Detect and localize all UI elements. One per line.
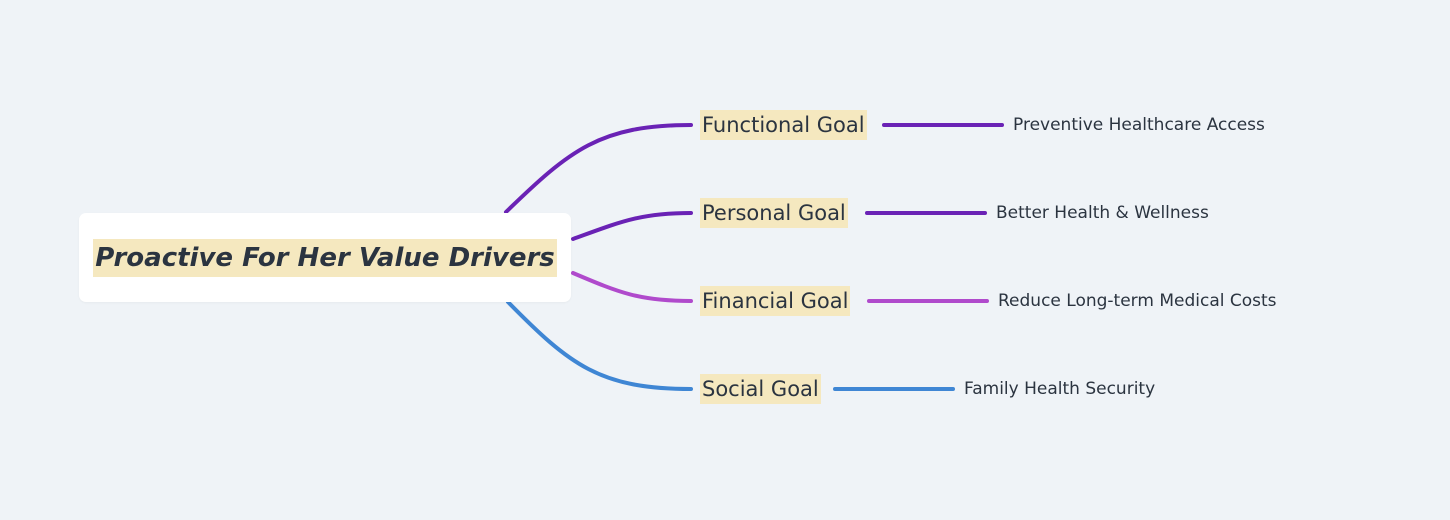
root-node[interactable]: Proactive For Her Value Drivers bbox=[79, 213, 571, 302]
goal-node-functional[interactable]: Functional Goal bbox=[700, 110, 867, 140]
detail-node-better-health[interactable]: Better Health & Wellness bbox=[996, 203, 1209, 223]
root-node-title: Proactive For Her Value Drivers bbox=[93, 238, 557, 277]
detail-node-family-security[interactable]: Family Health Security bbox=[964, 379, 1156, 399]
detail-node-preventive-healthcare[interactable]: Preventive Healthcare Access bbox=[1013, 115, 1265, 135]
connector-root-financial-goal bbox=[571, 271, 693, 303]
connector-root-social-goal bbox=[506, 300, 693, 391]
goal-node-financial[interactable]: Financial Goal bbox=[700, 286, 851, 316]
detail-node-reduce-costs[interactable]: Reduce Long-term Medical Costs bbox=[998, 291, 1277, 311]
connector-root-functional-goal bbox=[504, 123, 693, 214]
goal-node-personal[interactable]: Personal Goal bbox=[700, 198, 848, 228]
goal-node-social[interactable]: Social Goal bbox=[700, 374, 821, 404]
connector-root-personal-goal bbox=[571, 211, 693, 241]
